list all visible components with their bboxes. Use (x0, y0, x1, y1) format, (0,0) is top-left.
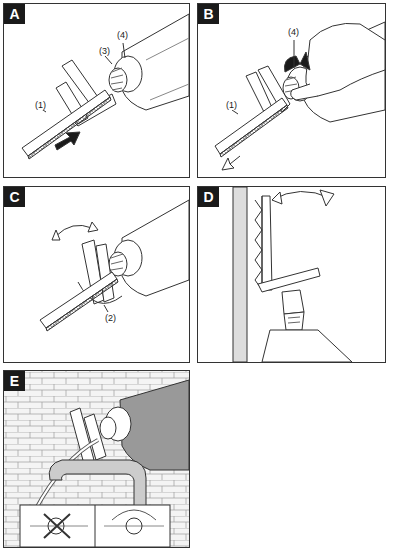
saw-illustration (22, 14, 189, 159)
panel-letter-text: B (203, 7, 213, 21)
saw-illustration (233, 187, 352, 362)
panel-frame (198, 187, 386, 363)
panel-frame (4, 371, 190, 548)
callout-number: (4) (287, 28, 300, 37)
callout-number: (2) (104, 314, 117, 323)
panel-letter: C (4, 187, 25, 207)
panel-frame (4, 4, 190, 178)
callout-number: (3) (98, 47, 111, 56)
panel-letter-text: C (9, 190, 19, 204)
panel-letter: B (198, 4, 219, 24)
panel-frame (4, 187, 190, 363)
panel-letter-text: A (9, 7, 19, 21)
panel-letter: D (198, 187, 219, 207)
panel-letter: E (4, 371, 25, 391)
panel-frame (198, 4, 386, 178)
saw-illustration (40, 200, 189, 331)
saw-illustration (4, 371, 189, 547)
panel-letter-text: D (203, 190, 213, 204)
callout-number: (1) (225, 101, 238, 110)
saw-illustration (215, 22, 385, 170)
panel-letter-text: E (10, 374, 19, 388)
callout-number: (1) (34, 101, 47, 110)
panel-letter: A (4, 4, 25, 24)
callout-number: (4) (116, 31, 129, 40)
